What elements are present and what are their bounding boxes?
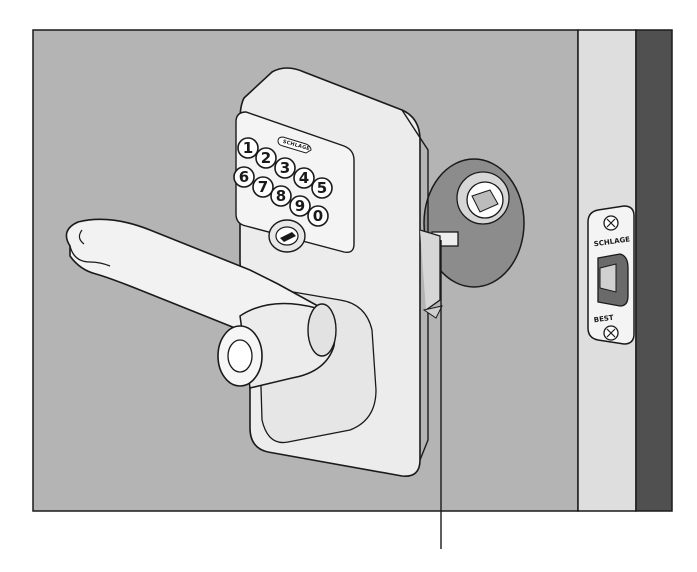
keypad-key[interactable]: 2 xyxy=(255,147,277,169)
strike-plate: SCHLAGE BEST xyxy=(587,205,635,345)
svg-text:6: 6 xyxy=(239,168,249,186)
svg-text:9: 9 xyxy=(295,197,305,215)
keypad-key[interactable]: 8 xyxy=(270,185,292,207)
lever-handle[interactable] xyxy=(65,218,337,389)
keypad-key[interactable]: 1 xyxy=(237,137,259,159)
keypad-key[interactable]: 7 xyxy=(252,176,274,198)
keypad-key[interactable]: 3 xyxy=(274,157,296,179)
keypad-lock-housing xyxy=(235,67,443,477)
svg-text:7: 7 xyxy=(258,178,268,196)
keypad-key[interactable]: 9 xyxy=(289,195,311,217)
svg-text:8: 8 xyxy=(276,187,286,205)
svg-text:1: 1 xyxy=(243,139,253,157)
door-cutout-detail xyxy=(423,158,525,288)
lever-rose xyxy=(307,303,337,357)
keypad-key[interactable]: 0 xyxy=(307,205,329,227)
svg-text:2: 2 xyxy=(261,149,271,167)
door-jamb-dark xyxy=(635,29,673,512)
strike-plate-lower-text: BEST xyxy=(593,314,614,325)
svg-text:3: 3 xyxy=(280,159,290,177)
svg-text:5: 5 xyxy=(317,179,327,197)
keypad-key[interactable]: 4 xyxy=(293,167,315,189)
keypad-key[interactable]: 6 xyxy=(233,166,255,188)
keypad-key[interactable]: 5 xyxy=(311,177,333,199)
svg-text:0: 0 xyxy=(313,207,323,225)
keypad-buttons: 1 2 3 4 5 6 7 8 xyxy=(233,137,333,227)
svg-text:4: 4 xyxy=(299,169,309,187)
